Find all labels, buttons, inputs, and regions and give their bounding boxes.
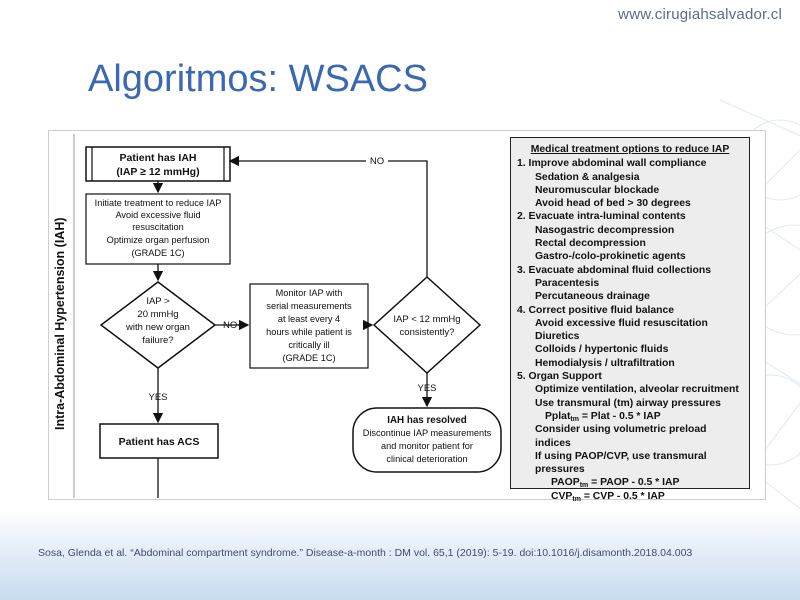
section-2-item: Nasogastric decompression [535, 224, 675, 236]
initiate-line3: resuscitation [132, 222, 184, 232]
formula-paop: PAOPtm = PAOP - 0.5 * IAP [551, 477, 680, 490]
decision-iap-20-diamond: IAP > 20 mmHg with new organ failure? [99, 281, 217, 369]
resolved-line2: Discontinue IAP measurements [363, 428, 492, 438]
side-label: Intra-Abdominal Hypertension (IAH) [53, 217, 67, 430]
decision-iap-12-diamond: IAP < 12 mmHg consistently? [372, 275, 482, 375]
section-4-item: Hemodialysis / ultrafiltration [535, 357, 675, 369]
section-4-heading: 4. Correct positive fluid balance [517, 304, 675, 316]
iah-resolved-box: IAH has resolved Discontinue IAP measure… [352, 407, 502, 473]
background-gradient [0, 510, 800, 600]
website-url: www.cirugiahsalvador.cl [618, 6, 782, 23]
decision-iap20-line4: failure? [142, 335, 173, 346]
resolved-line3: and monitor patient for [381, 441, 473, 451]
initiate-treatment-box: Initiate treatment to reduce IAP Avoid e… [85, 193, 231, 265]
medical-panel-title: Medical treatment options to reduce IAP [530, 144, 730, 155]
monitor-iap-box: Monitor IAP with serial measurements at … [249, 283, 369, 369]
section-3-item: Percutaneous drainage [535, 291, 650, 303]
section-5-item: If using PAOP/CVP, use transmural pressu… [535, 450, 707, 476]
monitor-line1: Monitor IAP with [276, 288, 343, 298]
section-4-item: Diuretics [535, 331, 580, 343]
section-2-heading: 2. Evacuate intra-luminal contents [517, 211, 686, 223]
patient-has-acs-label: Patient has ACS [119, 436, 200, 448]
decision-iap20-line2: 20 mmHg [137, 309, 178, 320]
monitor-line5: critically ill [288, 340, 329, 350]
monitor-line6: (GRADE 1C) [282, 353, 335, 363]
section-1-item: Avoid head of bed > 30 degrees [535, 198, 691, 210]
monitor-line2: serial measurements [266, 301, 352, 311]
flowchart-diagram: Intra-Abdominal Hypertension (IAH) Patie… [53, 134, 502, 498]
section-4-item: Colloids / hypertonic fluids [535, 344, 669, 356]
section-3-heading: 3. Evacuate abdominal fluid collections [517, 264, 712, 276]
section-2-item: Gastro-/colo-prokinetic agents [535, 251, 686, 263]
label-no-top: NO [370, 156, 384, 167]
section-5-item: Consider using volumetric preload indice… [535, 424, 707, 449]
initiate-line5: (GRADE 1C) [131, 248, 184, 258]
patient-has-iah-line1: Patient has IAH [119, 152, 196, 164]
citation: Sosa, Glenda et al. “Abdominal compartme… [38, 547, 693, 559]
decision-iap12-line2: consistently? [400, 327, 455, 338]
decision-iap20-line1: IAP > [146, 296, 170, 307]
patient-has-acs-box: Patient has ACS [99, 423, 219, 459]
initiate-line4: Optimize organ perfusion [107, 235, 210, 245]
decision-iap12-line1: IAP < 12 mmHg [393, 314, 460, 325]
initiate-line2: Avoid excessive fluid [115, 210, 200, 220]
section-1-heading: 1. Improve abdominal wall compliance [517, 158, 707, 170]
label-no-top-bg [366, 155, 388, 167]
section-5-heading: 5. Organ Support [517, 371, 602, 383]
section-1-item: Sedation & analgesia [535, 171, 640, 183]
label-no-middle: NO [223, 320, 237, 331]
section-5-item: Use transmural (tm) airway pressures [535, 397, 721, 409]
section-1-item: Neuromuscular blockade [535, 184, 660, 196]
resolved-line4: clinical deterioration [386, 454, 467, 464]
section-2-item: Rectal decompression [535, 238, 646, 250]
flowchart-figure: Intra-Abdominal Hypertension (IAH) Patie… [48, 130, 766, 503]
slide-title: Algoritmos: WSACS [88, 58, 428, 100]
label-yes-left: YES [148, 392, 167, 403]
monitor-line4: hours while patient is [266, 327, 352, 337]
initiate-line1: Initiate treatment to reduce IAP [95, 198, 222, 208]
figure-frame [48, 130, 766, 500]
formula-pplat: Pplattm = Plat - 0.5 * IAP [545, 410, 661, 423]
section-4-item: Avoid excessive fluid resuscitation [535, 317, 708, 329]
decision-iap20-line3: with new organ [125, 322, 190, 333]
section-3-item: Paracentesis [535, 277, 600, 289]
resolved-line1: IAH has resolved [387, 415, 467, 426]
monitor-line3: at least every 4 [278, 314, 340, 324]
medical-treatment-panel: Medical treatment options to reduce IAP … [510, 137, 750, 503]
patient-has-iah-box: Patient has IAH (IAP ≥ 12 mmHg) [85, 146, 231, 182]
label-yes-right: YES [417, 383, 436, 394]
formula-cvp: CVPtm = CVP - 0.5 * IAP [551, 490, 665, 503]
patient-has-iah-line2: (IAP ≥ 12 mmHg) [116, 166, 199, 178]
section-5-item: Optimize ventilation, alveolar recruitme… [535, 384, 739, 396]
arrow-no-loop-back [228, 155, 428, 277]
